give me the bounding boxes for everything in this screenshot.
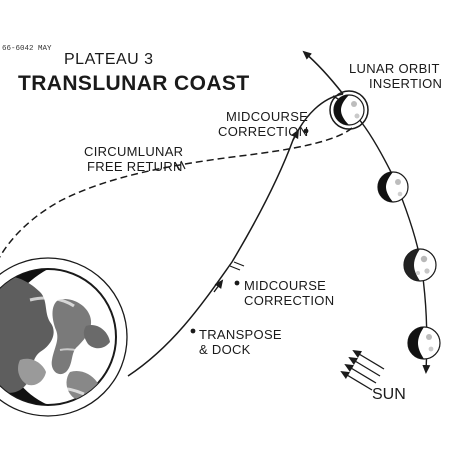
label-midcourse-upper: MIDCOURSE [226, 109, 308, 124]
moon-lunar-orbit-insertion [329, 90, 369, 130]
label-midcourse-lower-2: CORRECTION [244, 293, 334, 308]
trajectory-arrow [291, 129, 299, 141]
midcourse-point-lower [234, 280, 240, 286]
label-circumlunar: CIRCUMLUNAR [84, 144, 183, 159]
moon-phase-3 [403, 248, 437, 282]
trajectory-arrow [213, 279, 224, 293]
departure-trajectory [302, 50, 344, 95]
label-sun: SUN [372, 386, 406, 403]
midcourse-tick-lower [229, 261, 245, 271]
label-dock: & DOCK [199, 342, 251, 357]
outbound-trajectory [127, 93, 344, 377]
label-lunar-orbit-insertion: LUNAR ORBIT [349, 61, 440, 76]
moon-phase-2 [377, 171, 409, 203]
transpose-dock-point [190, 328, 196, 334]
label-midcourse-lower: MIDCOURSE [244, 278, 326, 293]
figure-id-code: 66-6042 MAY [2, 45, 52, 53]
label-transpose: TRANSPOSE [199, 327, 282, 342]
label-midcourse-upper-2: CORRECTION [218, 124, 308, 139]
earth [0, 257, 128, 417]
label-free-return: FREE RETURN [87, 159, 183, 174]
label-lunar-orbit-insertion-2: INSERTION [369, 76, 442, 91]
title-translunar-coast: TRANSLUNAR COAST [18, 72, 250, 95]
free-return-tick [174, 160, 186, 171]
sun-rays-icon [340, 349, 385, 391]
moon-phase-4 [407, 326, 441, 360]
midcourse-point-upper [303, 128, 309, 134]
moon-orbit-path [332, 95, 431, 374]
title-plateau: PLATEAU 3 [64, 51, 154, 68]
